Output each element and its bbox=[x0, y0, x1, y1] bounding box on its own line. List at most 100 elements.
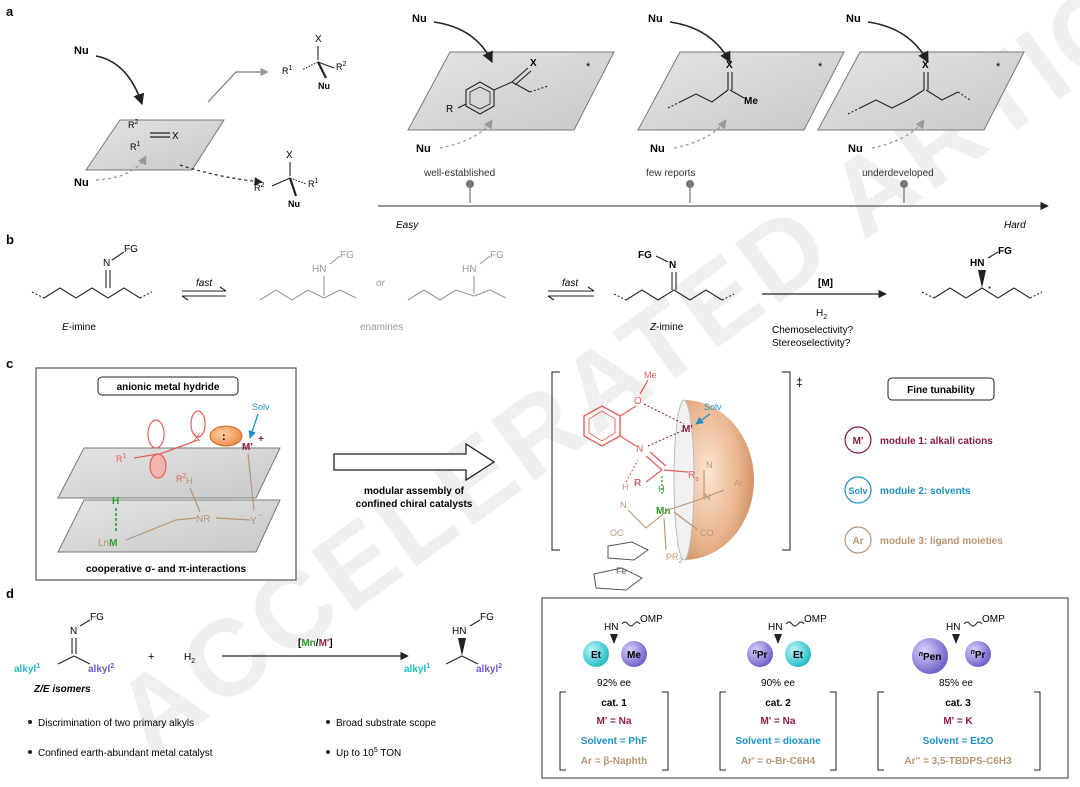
ts-ligand-n-top: N bbox=[706, 460, 713, 470]
bullet-4-dot bbox=[326, 750, 330, 754]
e-imine-end-l bbox=[31, 291, 45, 299]
ts-bracket-right bbox=[782, 371, 791, 551]
nu-attack-arrow bbox=[95, 55, 145, 106]
cat1-m: M' = Na bbox=[597, 716, 632, 727]
ts-cn-2 bbox=[649, 451, 667, 467]
d-amine-alkyl1: alkyl1 bbox=[404, 663, 430, 675]
cat1-left-ball bbox=[583, 641, 609, 667]
e-imine-chain bbox=[43, 287, 141, 299]
enamines-label: enamines bbox=[360, 322, 403, 333]
enamines: HN FG or HN FG enamines bbox=[259, 250, 507, 333]
nu-bottom-label: Nu bbox=[74, 177, 89, 189]
panel-c-label: c bbox=[6, 356, 13, 371]
prod-bottom-bond-nu bbox=[288, 177, 298, 197]
fine-tunability-title: Fine tunability bbox=[907, 385, 975, 396]
cat2-label: cat. 2 bbox=[765, 698, 791, 709]
ts-dagger: ‡ bbox=[796, 375, 803, 389]
enamine-1-chain bbox=[259, 289, 357, 301]
plane-methyl bbox=[637, 51, 845, 131]
aryl-star: * bbox=[586, 61, 591, 73]
dome-rim bbox=[673, 399, 695, 561]
cat3-right-text: nPr bbox=[971, 649, 986, 661]
fine-tunability-box bbox=[887, 377, 995, 401]
e-imine-label: E-imine bbox=[62, 322, 96, 333]
product-arrow-top bbox=[207, 67, 269, 103]
cat1-solvent: Solvent = PhF bbox=[581, 736, 647, 747]
ts-h-n: H bbox=[622, 482, 629, 492]
e-imine-fg: FG bbox=[124, 244, 138, 255]
transition-state: ‡ O Me N M' Solv R Rs Mn bbox=[551, 370, 803, 591]
cat3-left-text: nPen bbox=[919, 651, 942, 663]
aryl-x: X bbox=[530, 58, 537, 69]
ts-solv: Solv bbox=[704, 402, 722, 412]
bullet-1: Discrimination of two primary alkyls bbox=[38, 718, 194, 729]
prod-top-bond-r2 bbox=[317, 61, 335, 69]
amine-fg: FG bbox=[998, 246, 1012, 257]
enamine-2-chain bbox=[407, 289, 507, 301]
orbital-r2: R2 bbox=[176, 473, 187, 484]
prod-top-bond-r1 bbox=[301, 61, 319, 71]
cat3-m: M' = K bbox=[943, 716, 973, 727]
cat3-hn: HN bbox=[946, 622, 960, 633]
methyl-me: Me bbox=[744, 96, 758, 107]
cat1-label: cat. 1 bbox=[601, 698, 627, 709]
enamine-2-hn: HN bbox=[462, 264, 476, 275]
p-orbital-c-down bbox=[149, 453, 167, 479]
ferrocene-cp-bottom bbox=[593, 567, 643, 591]
lnm-label: LnM bbox=[98, 538, 117, 549]
cat2-bracket-right bbox=[830, 691, 837, 771]
e-imine-nfg bbox=[111, 251, 125, 261]
anisole-me: Me bbox=[644, 370, 657, 380]
cat3-bracket-left bbox=[877, 691, 884, 771]
orbital-r1: R1 bbox=[116, 453, 127, 464]
catalyst-2-card: HN OMP nPr Et 90% ee cat. 2 M' = Na Solv… bbox=[719, 614, 837, 771]
orbital-x: X bbox=[193, 432, 201, 444]
cat1-wavy bbox=[621, 621, 641, 627]
alkyl-nu-under-arrow bbox=[871, 119, 925, 149]
ts-rs: Rs bbox=[688, 470, 699, 483]
enamine-1-hn: HN bbox=[312, 264, 326, 275]
ligand-h: H bbox=[186, 476, 193, 486]
cat3-omp: OMP bbox=[982, 614, 1005, 625]
cat3-left-ball bbox=[912, 638, 948, 674]
stage-1-dot bbox=[466, 180, 474, 188]
panel-d-label: d bbox=[6, 586, 14, 601]
ligand-nr: NR bbox=[196, 514, 210, 525]
prod-bottom-r2: R2 bbox=[254, 182, 265, 193]
cat3-solvent: Solvent = Et2O bbox=[923, 736, 994, 747]
module-1-badge bbox=[844, 426, 872, 454]
cat1-hn: HN bbox=[604, 622, 618, 633]
cat2-left-ball bbox=[747, 641, 773, 667]
stage-2-label: few reports bbox=[646, 168, 695, 179]
amine-end-r bbox=[1029, 291, 1043, 299]
z-imine-nfg bbox=[655, 255, 669, 263]
z-imine: N FG Z-imine bbox=[613, 250, 735, 333]
fast-label-2: fast bbox=[562, 278, 579, 289]
eq1-top-head bbox=[219, 286, 227, 292]
prod-bottom-r1: R1 bbox=[308, 178, 319, 189]
anisole-n-bond bbox=[619, 435, 637, 447]
d-amine-a1 bbox=[445, 655, 463, 665]
aryl-nu-top: Nu bbox=[412, 13, 427, 25]
hydrogenation-h2: H2 bbox=[816, 308, 827, 321]
ts-c-rl bbox=[645, 469, 663, 483]
bullet-3-dot bbox=[28, 750, 32, 754]
ts-n: N bbox=[636, 444, 643, 455]
anisole-me-bond bbox=[639, 379, 649, 395]
bullet-1-dot bbox=[28, 720, 32, 724]
prod-bottom-x: X bbox=[286, 150, 293, 161]
cat3-ee: 85% ee bbox=[939, 678, 973, 689]
aryl-nu-bottom: Nu bbox=[416, 143, 431, 155]
methyl-x: X bbox=[726, 60, 733, 71]
cat1-right-ball bbox=[621, 641, 647, 667]
enamine-2-fg-bond bbox=[479, 255, 491, 265]
cat2-right-ball bbox=[785, 641, 811, 667]
prod-bottom-bond-r2 bbox=[271, 177, 291, 187]
prod-bottom-nu: Nu bbox=[288, 199, 300, 209]
d-imine-nfg-bond bbox=[79, 619, 91, 627]
d-amine-fg: FG bbox=[480, 612, 494, 623]
z-imine-label: Z-imine bbox=[649, 322, 684, 333]
cat3-ar: Ar'' = 3,5-TBDPS-C6H3 bbox=[904, 756, 1012, 767]
nu-top-label: Nu bbox=[74, 45, 89, 57]
cat2-bracket-left bbox=[719, 691, 726, 771]
